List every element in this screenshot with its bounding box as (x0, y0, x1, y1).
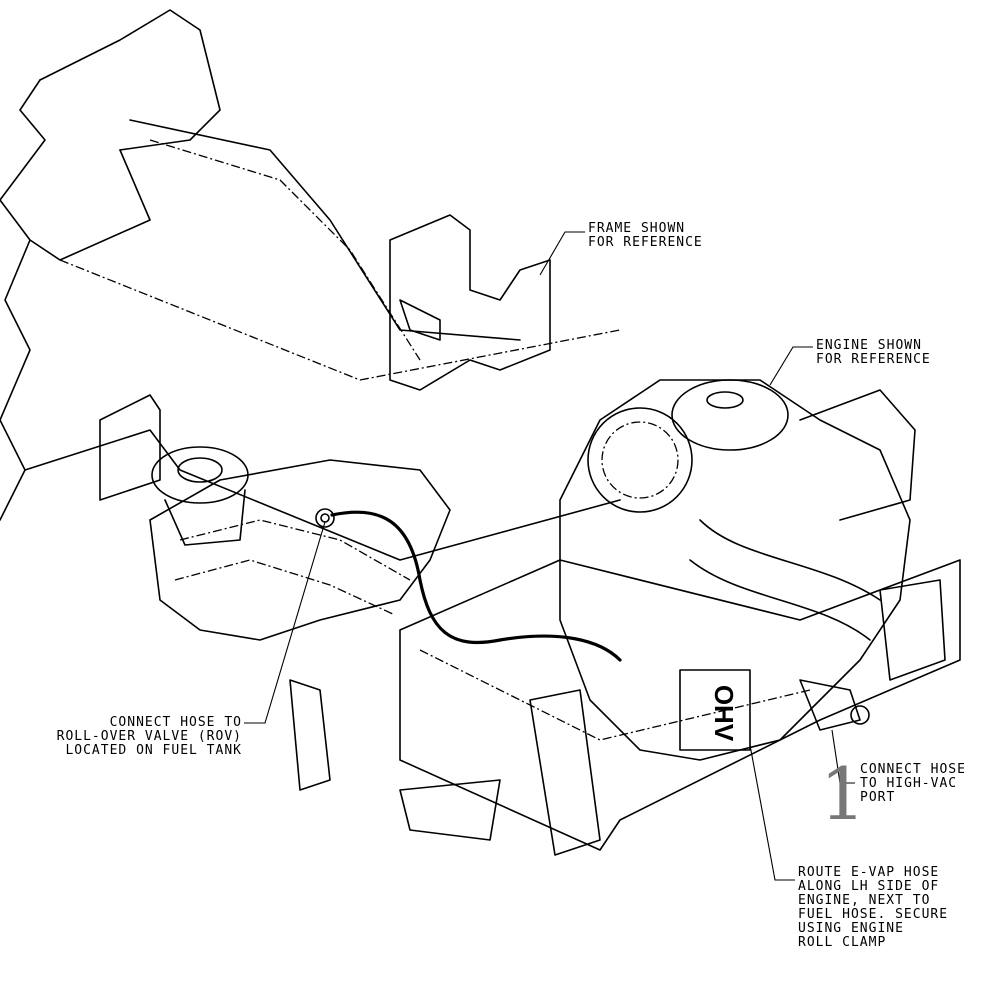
rov-leader-line (244, 521, 326, 724)
engine-callout-line-2: FOR REFERENCE (816, 352, 931, 367)
evap-callout-line-2: ALONG LH SIDE OF (798, 879, 940, 894)
high-vac-callout-line-1: CONNECT HOSE (860, 762, 966, 777)
high-vac-callout-line-2: TO HIGH-VAC (860, 776, 958, 791)
evap-callout-line-6: ROLL CLAMP (798, 935, 887, 950)
evap-callout-line-5: USING ENGINE (798, 921, 904, 936)
engine-leader-line (769, 346, 813, 386)
frame-leader-line (539, 231, 585, 276)
rov-callout-line-2: ROLL-OVER VALVE (ROV) (56, 729, 242, 744)
frame-callout-line-1: FRAME SHOWN (588, 221, 686, 236)
high-vac-callout: CONNECT HOSE TO HIGH-VAC PORT (860, 763, 966, 805)
high-vac-callout-line-3: PORT (860, 790, 896, 805)
rov-callout-line-1: CONNECT HOSE TO (109, 715, 242, 730)
evap-callout-line-4: FUEL HOSE. SECURE (798, 907, 949, 922)
evap-callout-line-3: ENGINE, NEXT TO (798, 893, 931, 908)
frame-callout: FRAME SHOWN FOR REFERENCE (588, 222, 703, 250)
engine-callout: ENGINE SHOWN FOR REFERENCE (816, 339, 931, 367)
rov-callout-line-3: LOCATED ON FUEL TANK (65, 743, 242, 758)
high-vac-leader-line (831, 729, 855, 784)
step-number: 1 (820, 752, 866, 836)
evap-callout-line-1: ROUTE E-VAP HOSE (798, 865, 940, 880)
engine-badge-text: OHV (709, 685, 739, 742)
evap-callout: ROUTE E-VAP HOSE ALONG LH SIDE OF ENGINE… (798, 866, 948, 950)
rov-callout: CONNECT HOSE TO ROLL-OVER VALVE (ROV) LO… (20, 716, 242, 758)
evap-leader-line (749, 744, 795, 881)
engine-callout-line-1: ENGINE SHOWN (816, 338, 922, 353)
frame-callout-line-2: FOR REFERENCE (588, 235, 703, 250)
